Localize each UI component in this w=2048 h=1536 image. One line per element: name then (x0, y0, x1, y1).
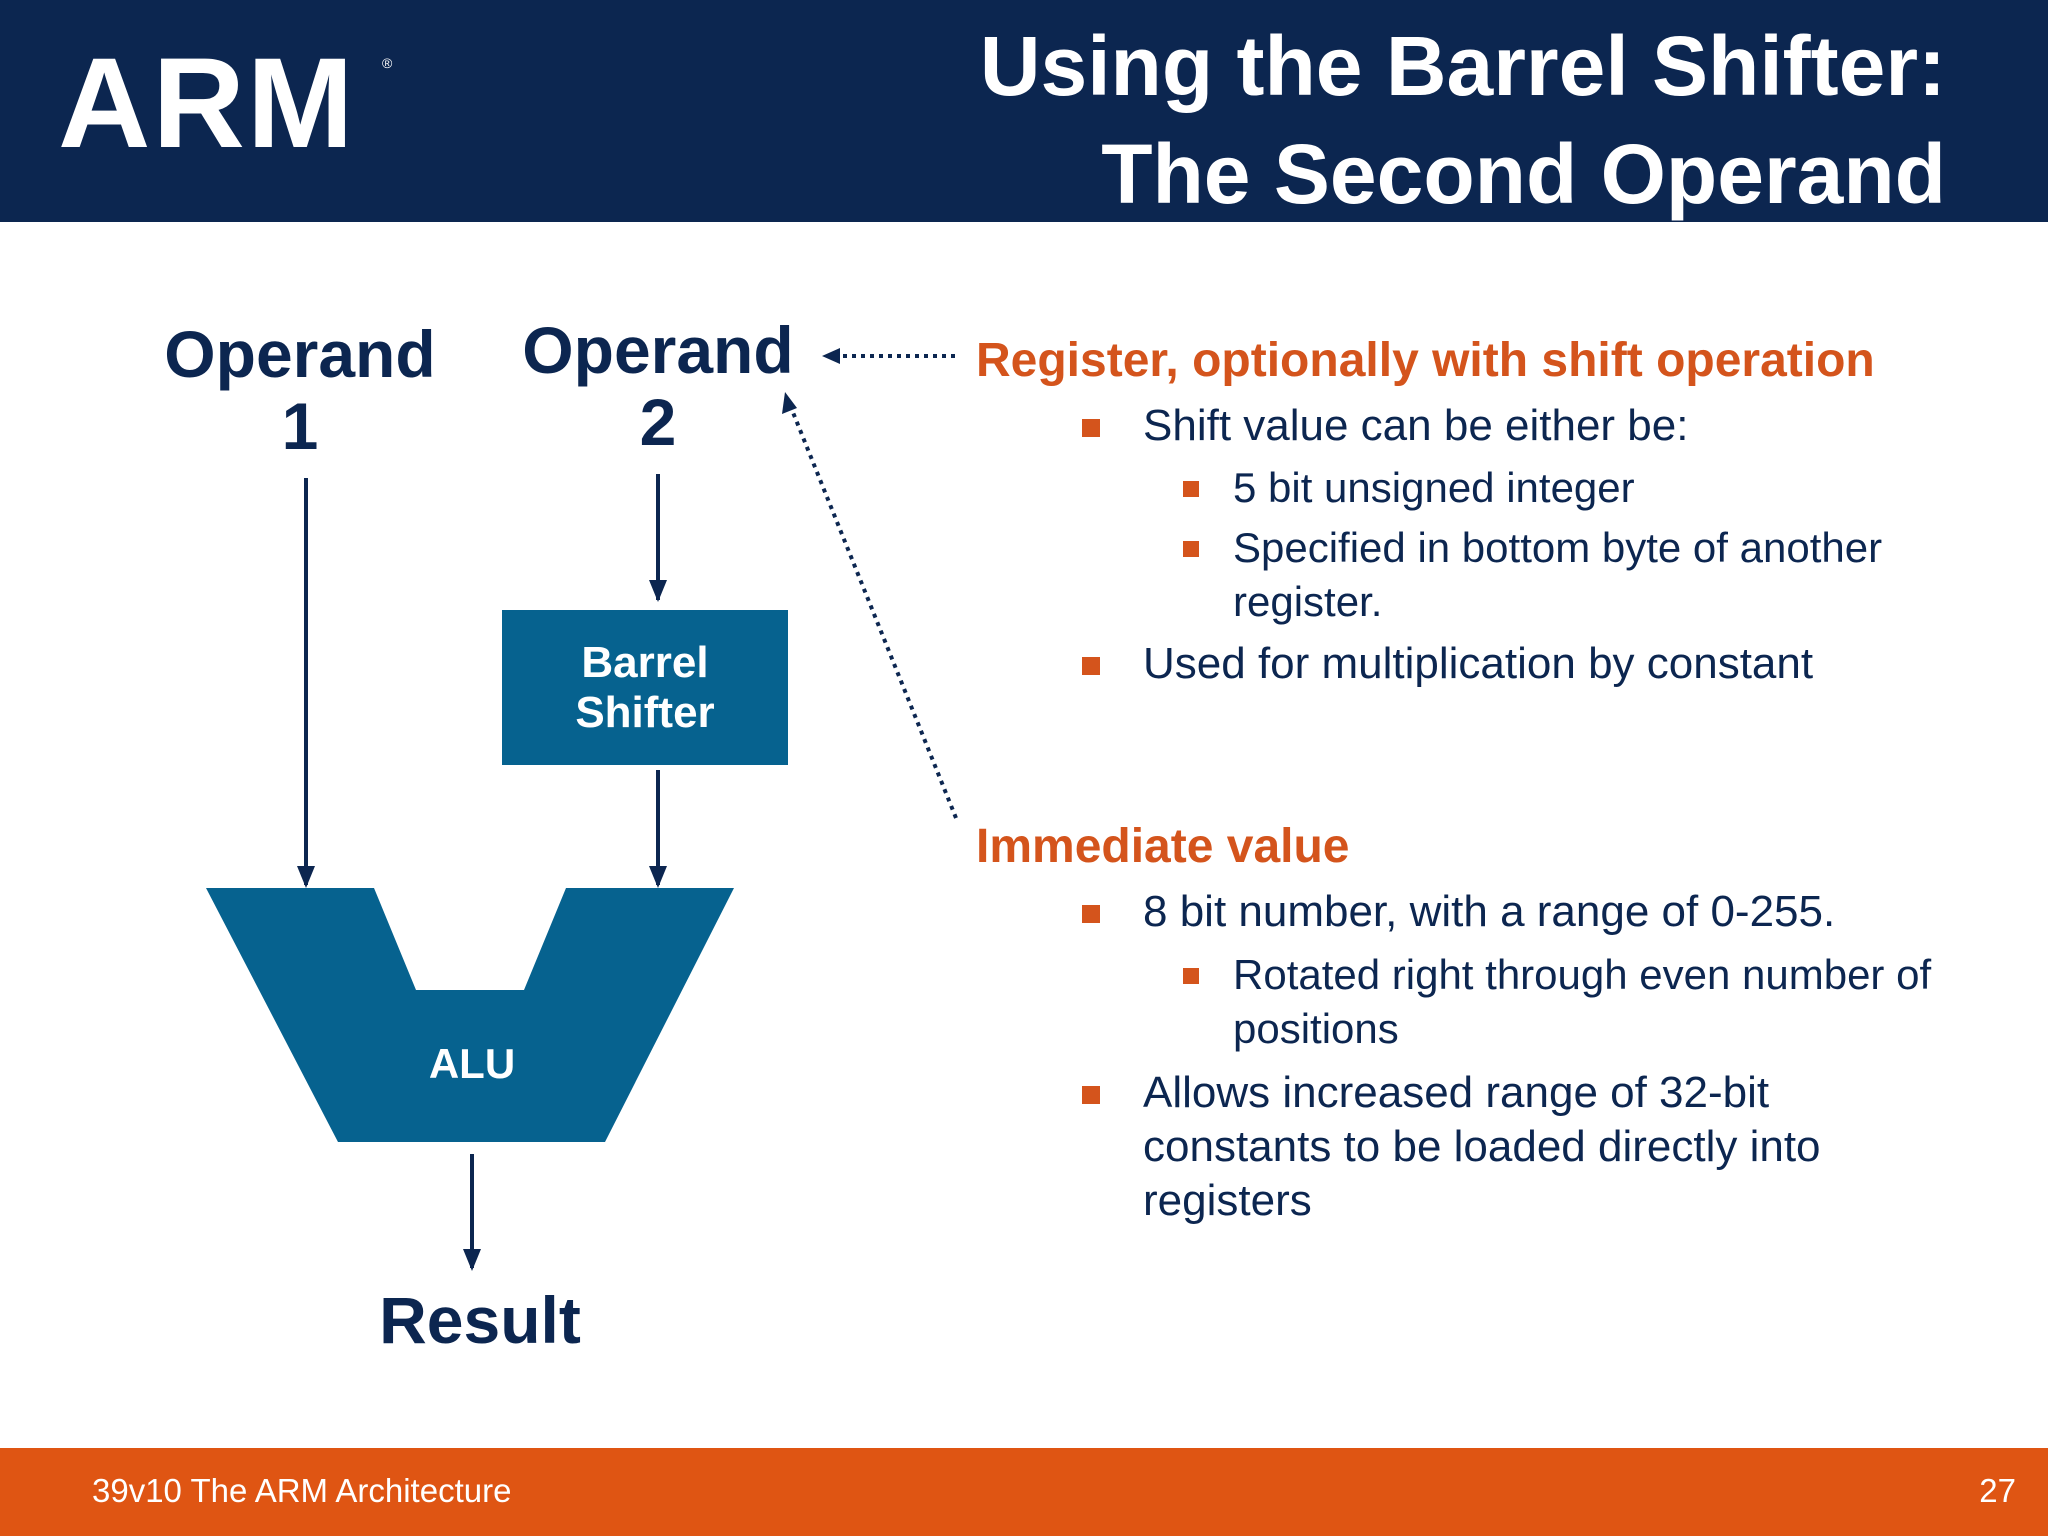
shifter-arrowhead (649, 866, 667, 888)
immediate-bullet-1: 8 bit number, with a range of 0-255. (1082, 885, 2003, 939)
result-arrowhead (463, 1249, 481, 1271)
register-bullet-2: Used for multiplication by constant (1082, 637, 2003, 691)
register-subbullet-2: Specified in bottom byte of another regi… (1183, 521, 1973, 629)
title-line-1: Using the Barrel Shifter: (979, 19, 1946, 113)
shifter-line-2: Shifter (575, 687, 715, 737)
register-subbullet-1: 5 bit unsigned integer (1183, 461, 2013, 515)
arm-logo: ARM (58, 32, 356, 175)
title-bar: ARM ® Using the Barrel Shifter: The Seco… (0, 0, 2048, 222)
footer-course-label: 39v10 The ARM Architecture (92, 1472, 512, 1509)
footer-bar: 39v10 The ARM Architecture 27 (0, 1448, 2048, 1536)
operand-1-number: 1 (281, 389, 319, 463)
immediate-heading: Immediate value (976, 820, 1350, 873)
immediate-bullet-2: Allows increased range of 32-bit constan… (1082, 1066, 1923, 1228)
operand2-arrowhead (649, 580, 667, 602)
operand-2-number: 2 (639, 385, 677, 459)
operand1-arrowhead (297, 866, 315, 888)
result-label: Result (379, 1283, 581, 1357)
operand-1-label: Operand 1 (150, 318, 450, 462)
register-pointer-head (822, 348, 840, 364)
operand-1-word: Operand (164, 317, 436, 391)
operand-2-label: Operand 2 (508, 314, 808, 458)
immediate-pointer-dotted (788, 404, 958, 819)
slide-title: Using the Barrel Shifter: The Second Ope… (646, 12, 1946, 228)
alu-label: ALU (428, 1040, 516, 1087)
immediate-pointer-head (782, 392, 797, 414)
registered-mark: ® (382, 55, 393, 71)
shifter-line-1: Barrel (581, 637, 709, 687)
operand-2-word: Operand (522, 313, 794, 387)
register-bullet-1: Shift value can be either be: (1082, 399, 2003, 453)
alu-block (206, 888, 734, 1142)
immediate-subbullet-1: Rotated right through even number of pos… (1183, 948, 2013, 1056)
title-line-2: The Second Operand (1101, 127, 1946, 221)
register-heading: Register, optionally with shift operatio… (976, 334, 1875, 387)
barrel-shifter-block: Barrel Shifter (502, 610, 788, 765)
page-number: 27 (1979, 1472, 2016, 1509)
